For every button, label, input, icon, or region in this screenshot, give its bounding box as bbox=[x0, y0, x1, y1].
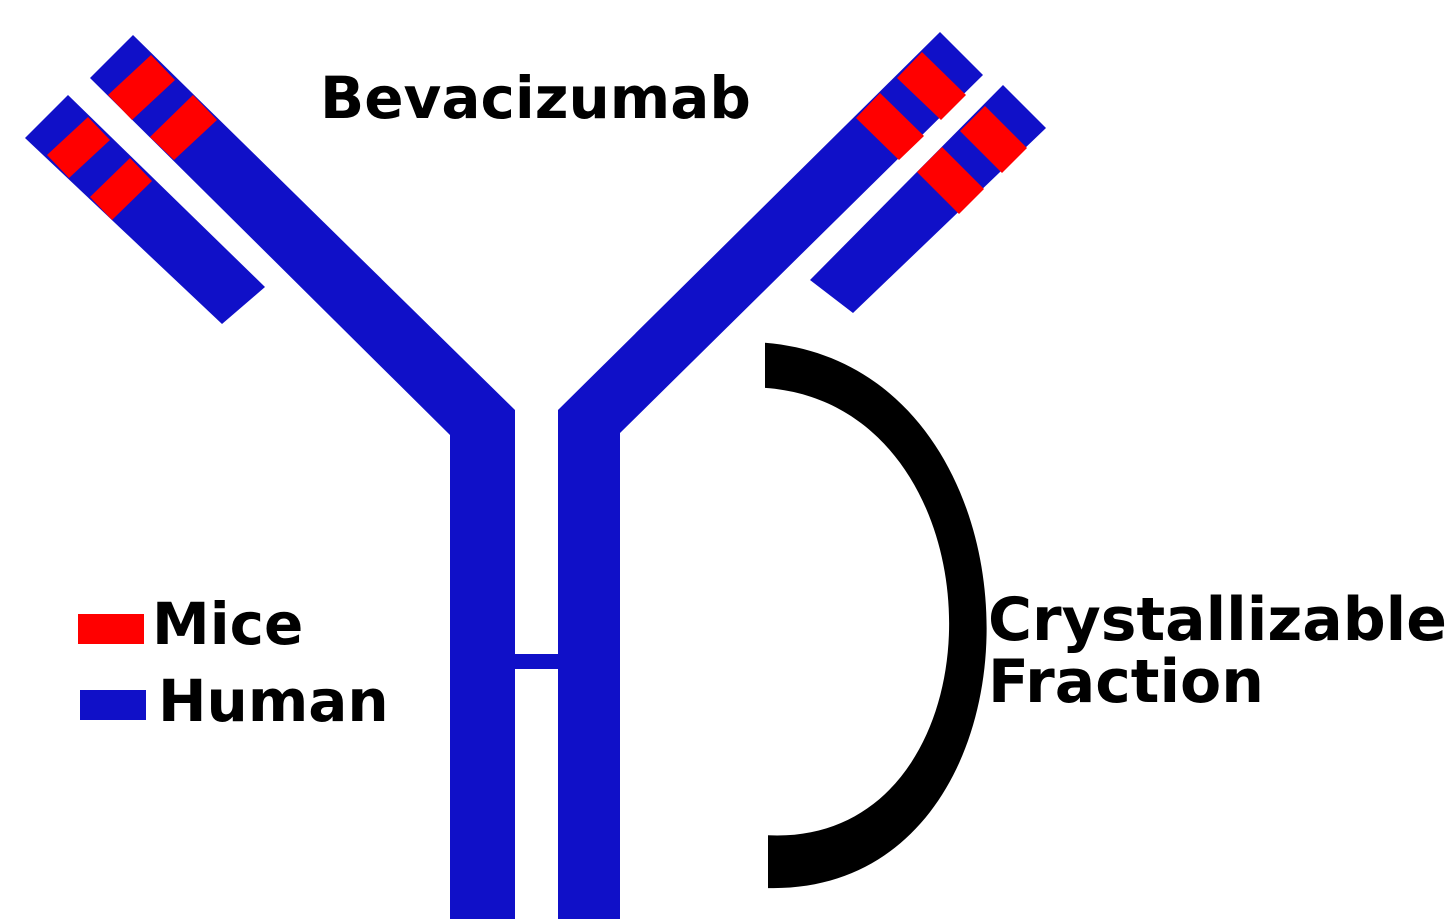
disulfide-bridge bbox=[512, 654, 560, 669]
fc-region-label-line1: Crystallizable bbox=[988, 585, 1447, 655]
legend-swatch-mice bbox=[78, 614, 144, 644]
legend-label-human: Human bbox=[158, 667, 389, 735]
legend-label-mice: Mice bbox=[152, 590, 303, 658]
legend-swatch-human bbox=[80, 690, 146, 720]
diagram-title: Bevacizumab bbox=[320, 64, 751, 132]
fc-region-label-line2: Fraction bbox=[988, 647, 1264, 717]
